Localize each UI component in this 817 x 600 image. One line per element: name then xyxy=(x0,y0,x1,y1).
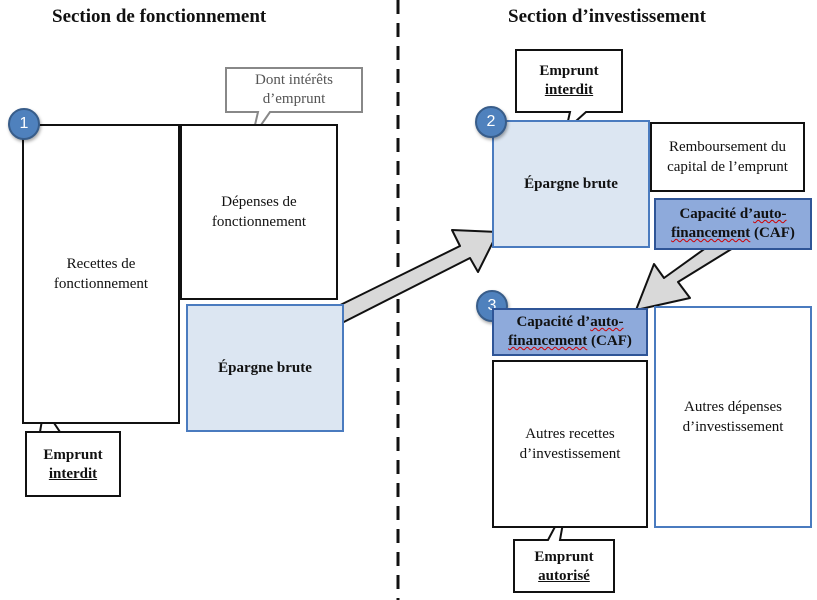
caf-bottom-box: Capacité d’auto-financement (CAF) xyxy=(492,308,648,356)
remboursement-label: Remboursement du capital de l’emprunt xyxy=(667,139,788,175)
emprunt-top-line2: interdit xyxy=(544,82,594,98)
emprunt-bottom-line2: autorisé xyxy=(538,568,590,584)
step-1-badge: 1 xyxy=(8,108,40,140)
step-2-badge: 2 xyxy=(475,106,507,138)
emprunt-left-callout-shape xyxy=(25,405,121,497)
depenses-fonctionnement-box: Dépenses de fonctionnement xyxy=(180,124,338,300)
remboursement-box: Remboursement du capital de l’emprunt xyxy=(650,122,805,192)
caf-bottom-label: Capacité d’auto-financement (CAF) xyxy=(508,314,632,349)
autres-depenses-label: Autres dépenses d’investissement xyxy=(682,399,784,435)
interets-line2: d’emprunt xyxy=(262,91,326,107)
autres-recettes-label: Autres recettes d’investissement xyxy=(519,426,621,462)
emprunt-bottom-line1: Emprunt xyxy=(534,549,594,565)
epargne-brute-left-label: Épargne brute xyxy=(218,360,312,376)
emprunt-bottom-callout-shape xyxy=(513,505,615,593)
autres-depenses-box: Autres dépenses d’investissement xyxy=(654,306,812,528)
recettes-fonctionnement-box: Recettes de fonctionnement xyxy=(22,124,180,424)
recettes-fonctionnement-label: Recettes de fonctionnement xyxy=(53,256,149,292)
emprunt-left-line1: Emprunt xyxy=(43,447,103,463)
emprunt-left-callout: Emprunt interdit xyxy=(26,440,120,490)
emprunt-top-callout: Emprunt interdit xyxy=(516,56,622,106)
caf-top-label: Capacité d’auto-financement (CAF) xyxy=(671,206,795,241)
caf-top-box: Capacité d’auto-financement (CAF) xyxy=(654,198,812,250)
fonctionnement-title: Section de fonctionnement xyxy=(52,6,267,27)
epargne-brute-right-box: Épargne brute xyxy=(492,120,650,248)
investissement-title: Section d’investissement xyxy=(508,6,706,27)
interets-callout: Dont intérêts d’emprunt xyxy=(226,68,362,112)
depenses-fonctionnement-label: Dépenses de fonctionnement xyxy=(211,194,307,230)
autres-recettes-box: Autres recettes d’investissement xyxy=(492,360,648,528)
epargne-brute-right-label: Épargne brute xyxy=(524,176,618,192)
emprunt-top-line1: Emprunt xyxy=(539,63,599,79)
interets-line1: Dont intérêts xyxy=(255,72,333,88)
emprunt-bottom-callout: Emprunt autorisé xyxy=(514,544,614,590)
emprunt-left-line2: interdit xyxy=(48,466,98,482)
transfer-arrow-1 xyxy=(321,229,499,329)
epargne-brute-left-box: Épargne brute xyxy=(186,304,344,432)
